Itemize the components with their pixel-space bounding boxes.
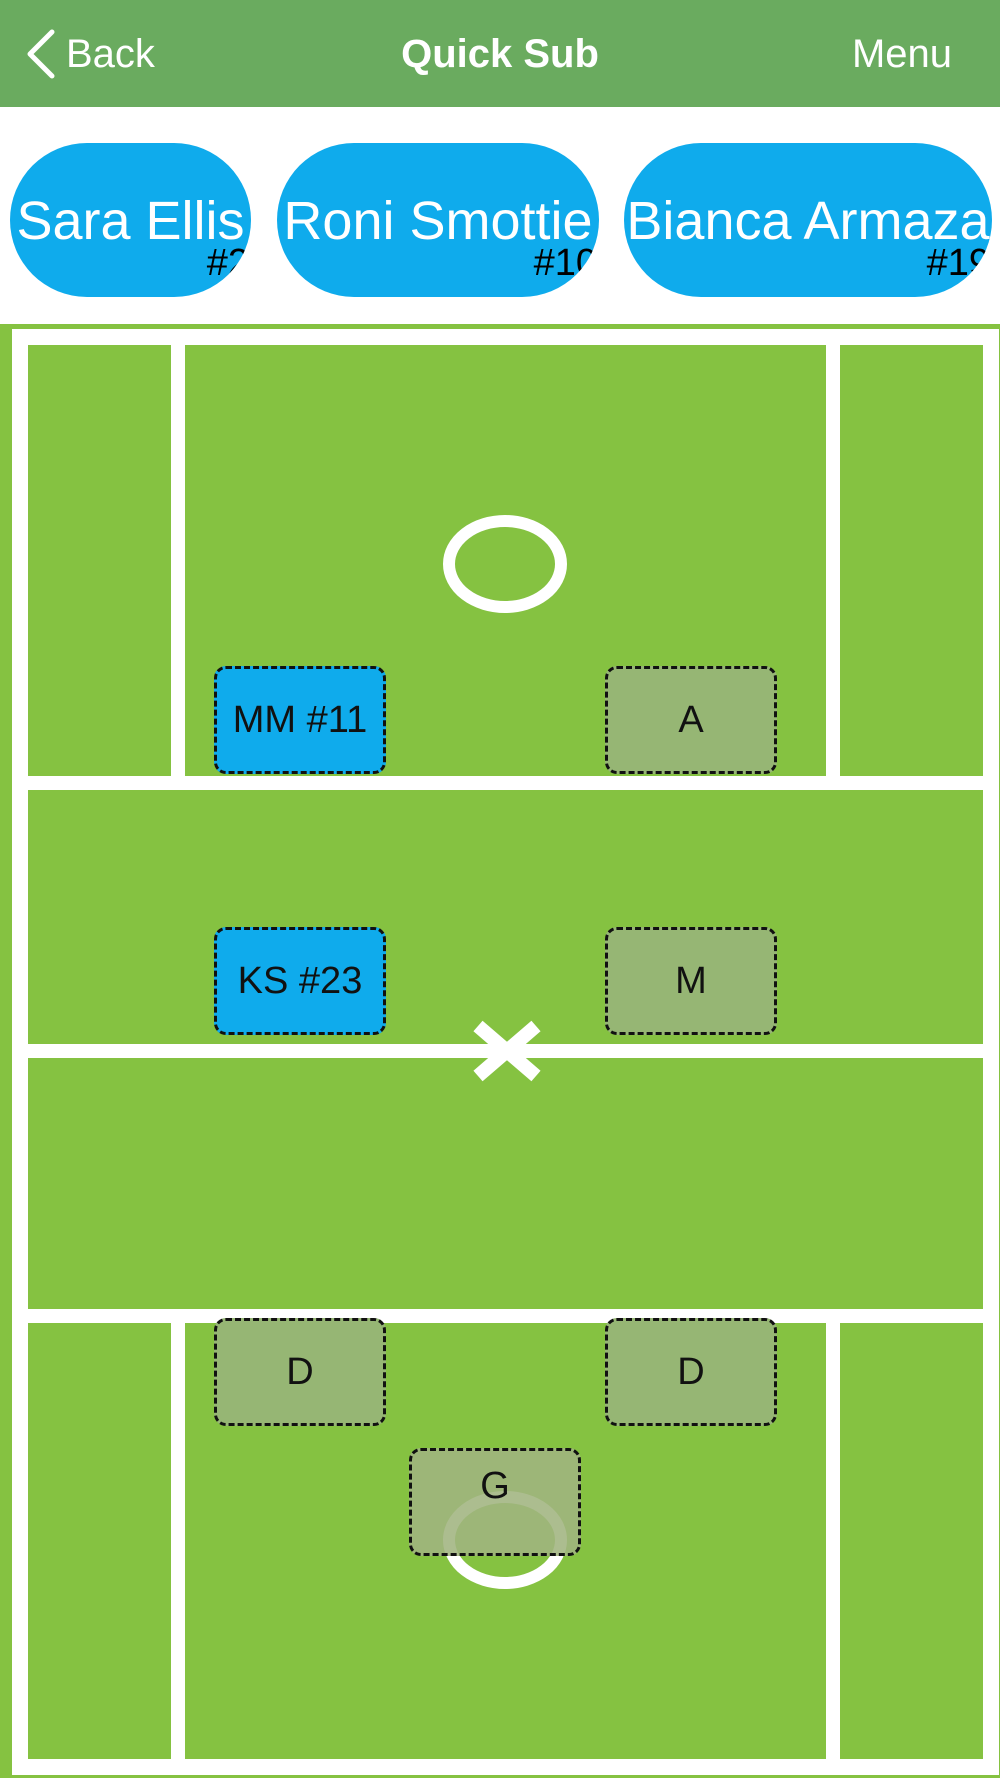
slot-label: M — [675, 959, 707, 1002]
player-name: Sara Ellis — [16, 191, 245, 251]
player-number: #10 — [533, 242, 597, 284]
bench-player-sara-ellis[interactable]: Sara Ellis #2 — [10, 143, 251, 297]
page-title: Quick Sub — [401, 32, 599, 76]
back-button[interactable]: Back — [26, 26, 155, 82]
bench-players: Sara Ellis #2 Roni Smottie #10 Bianca Ar… — [0, 107, 1000, 324]
position-slot-7[interactable]: G — [409, 1448, 581, 1556]
lacrosse-field: MM #11 A KS #23 M D D G — [0, 324, 1000, 1778]
slot-label: D — [286, 1350, 314, 1393]
player-number: #2 — [206, 242, 249, 284]
player-name: Bianca Armaza — [626, 191, 990, 251]
position-slot-6[interactable]: D — [605, 1318, 777, 1426]
player-number: #19 — [926, 242, 990, 284]
slot-label: KS #23 — [237, 959, 363, 1002]
menu-button[interactable]: Menu — [851, 32, 952, 76]
slot-label: G — [480, 1464, 510, 1507]
slot-label: D — [677, 1350, 705, 1393]
bench-player-roni-smottie[interactable]: Roni Smottie #10 — [277, 143, 599, 297]
x-mark-icon — [473, 1020, 541, 1082]
position-slot-4[interactable]: M — [605, 927, 777, 1035]
chevron-left-icon — [27, 29, 55, 79]
position-slot-3[interactable]: KS #23 — [214, 927, 386, 1035]
nav-bar: Back Quick Sub Menu — [0, 0, 1000, 107]
player-name: Roni Smottie — [283, 191, 593, 251]
crease-top — [443, 515, 567, 613]
slot-label: A — [678, 698, 704, 741]
position-slot-5[interactable]: D — [214, 1318, 386, 1426]
bench-player-bianca-armaza[interactable]: Bianca Armaza #19 — [624, 143, 992, 297]
position-slot-2[interactable]: A — [605, 666, 777, 774]
back-label: Back — [66, 32, 155, 76]
position-slot-1[interactable]: MM #11 — [214, 666, 386, 774]
field-lines — [12, 329, 999, 1775]
slot-label: MM #11 — [232, 698, 368, 741]
